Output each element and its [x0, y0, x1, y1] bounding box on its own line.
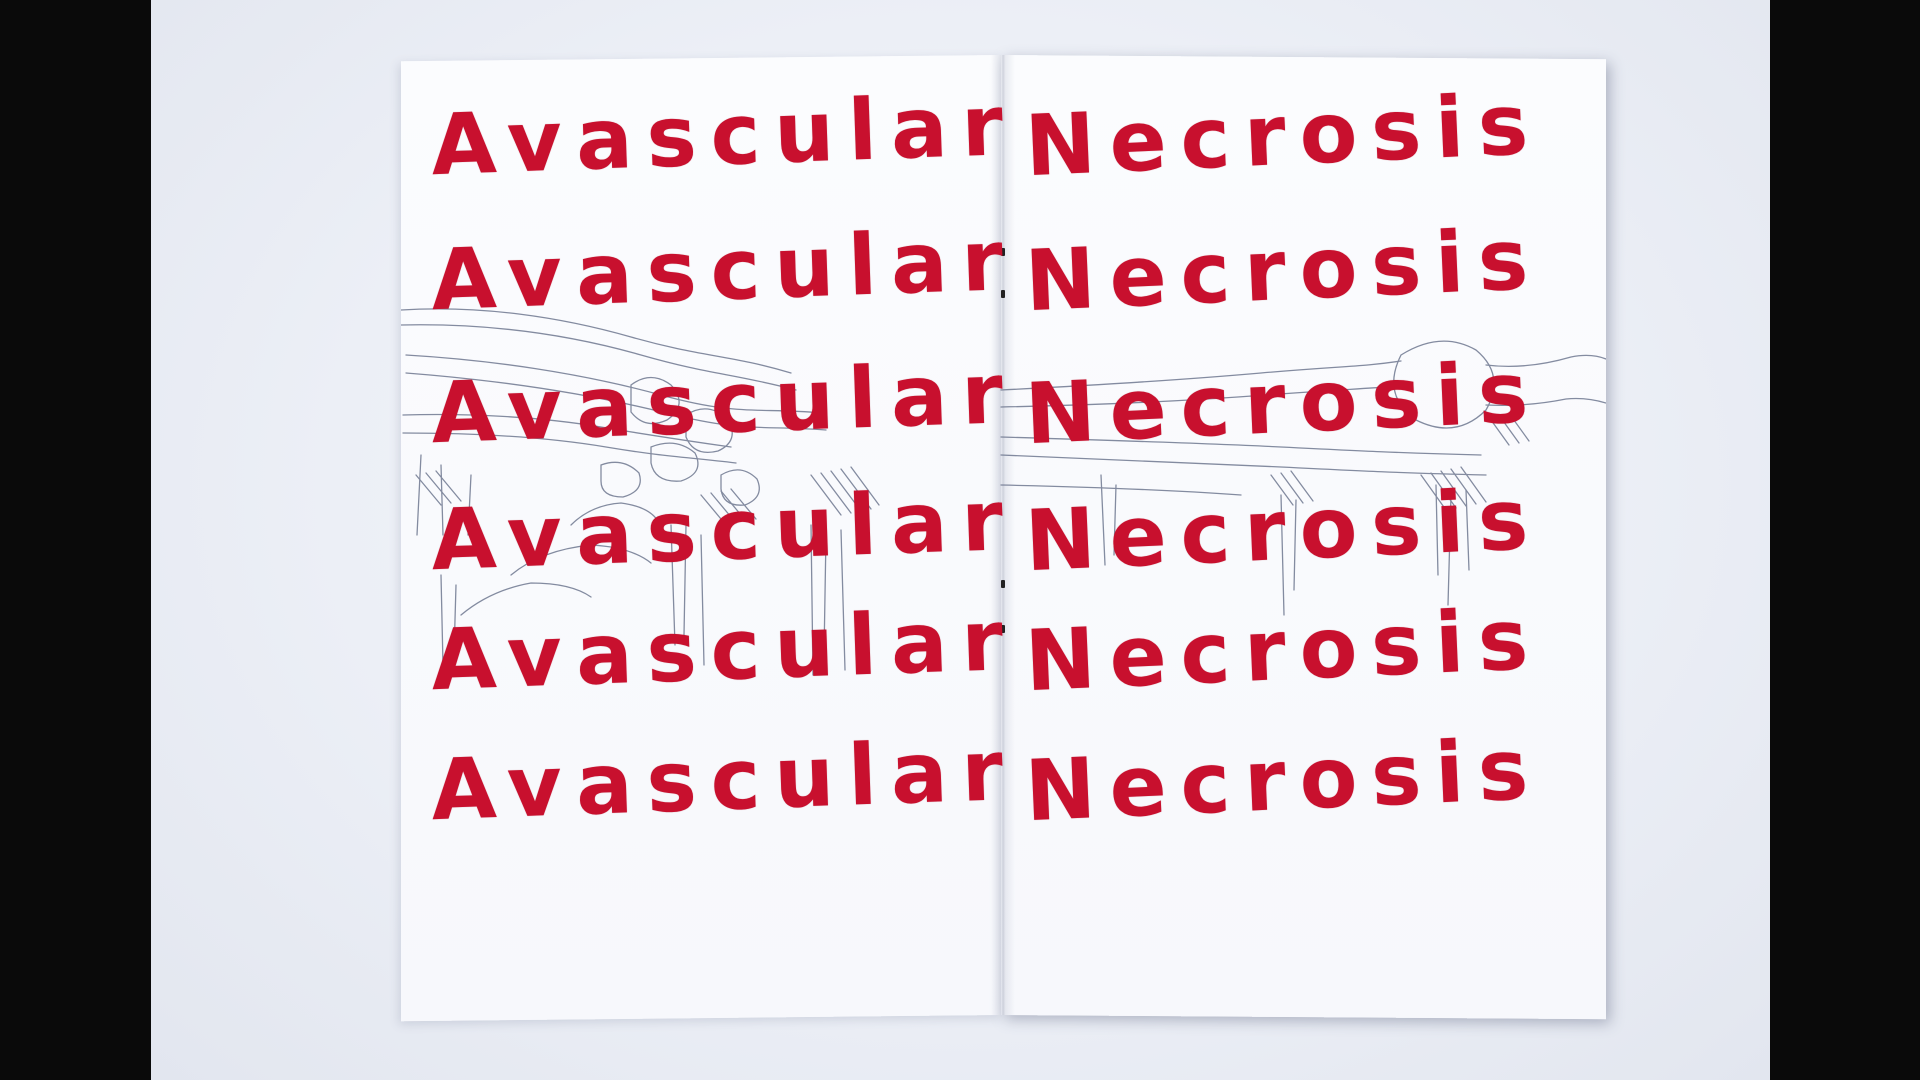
staple-mark — [1001, 290, 1005, 298]
text-line: Avascular Necrosis — [401, 720, 1606, 840]
handwritten-text-block: Avascular Necrosis Avascular Necrosis Av… — [401, 55, 1606, 1015]
text-line: Avascular Necrosis — [401, 75, 1606, 195]
word-avascular: Avascular — [429, 590, 1019, 710]
staple-mark — [1001, 580, 1005, 588]
word-necrosis: Necrosis — [1023, 74, 1544, 196]
open-zine-booklet: Avascular Necrosis Avascular Necrosis Av… — [401, 55, 1606, 1022]
word-avascular: Avascular — [429, 470, 1019, 590]
bone-sketch-illustration — [401, 308, 1606, 676]
photograph: Avascular Necrosis Avascular Necrosis Av… — [151, 0, 1770, 1080]
word-necrosis: Necrosis — [1023, 209, 1544, 331]
staple-mark — [1001, 248, 1005, 256]
booklet-spine — [991, 55, 1015, 1015]
word-avascular: Avascular — [429, 75, 1019, 195]
text-line: Avascular Necrosis — [401, 590, 1606, 710]
staple-mark — [1001, 625, 1005, 633]
text-line: Avascular Necrosis — [401, 470, 1606, 590]
text-line: Avascular Necrosis — [401, 210, 1606, 330]
word-avascular: Avascular — [429, 343, 1019, 463]
word-avascular: Avascular — [429, 720, 1019, 840]
word-necrosis: Necrosis — [1023, 719, 1544, 841]
word-avascular: Avascular — [429, 210, 1019, 330]
text-line: Avascular Necrosis — [401, 343, 1606, 463]
word-necrosis: Necrosis — [1023, 469, 1544, 591]
word-necrosis: Necrosis — [1023, 589, 1544, 711]
word-necrosis: Necrosis — [1023, 342, 1544, 464]
